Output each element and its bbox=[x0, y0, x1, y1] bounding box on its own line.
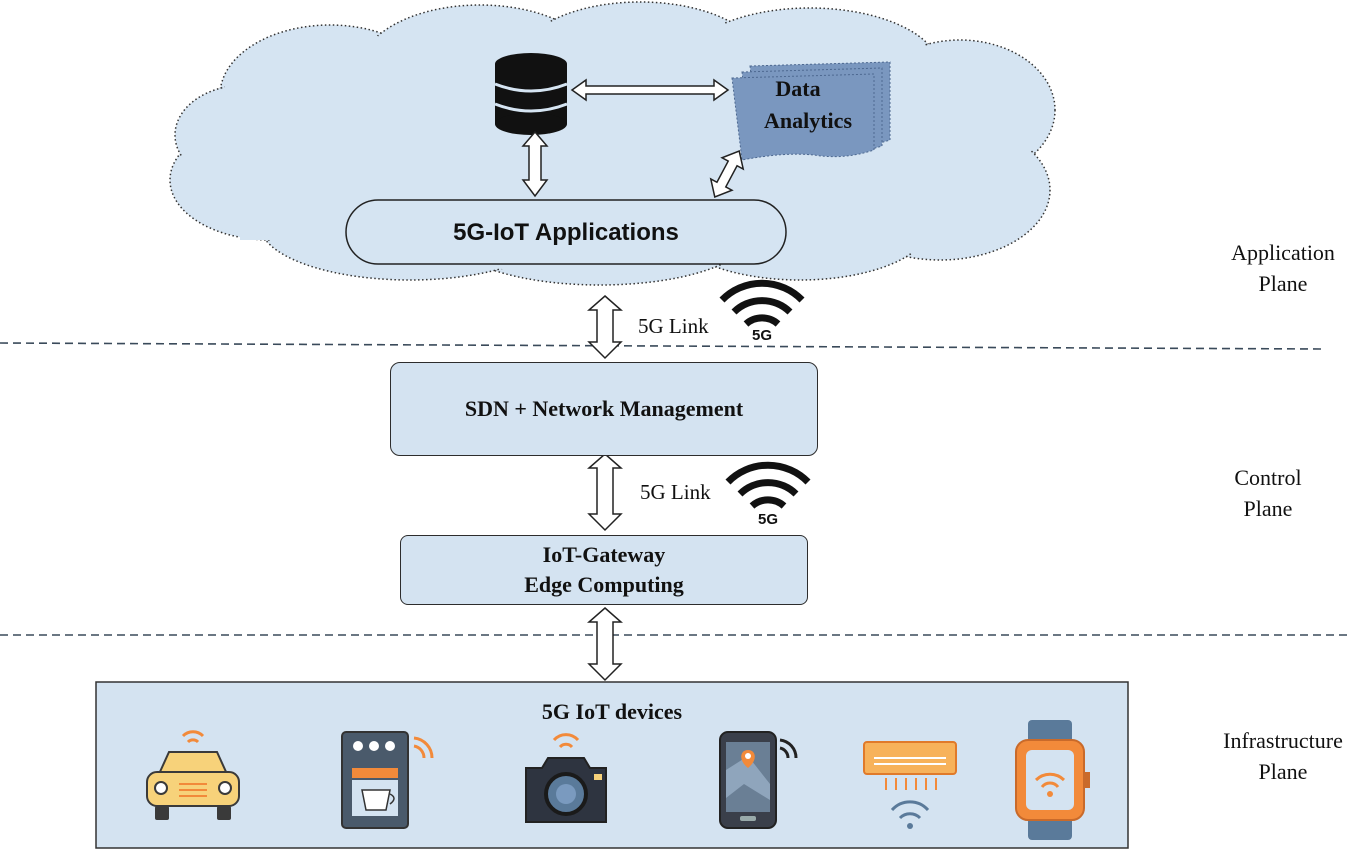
link-arrow-mid bbox=[587, 453, 623, 532]
camera-icon bbox=[525, 733, 607, 823]
control-plane-label: Control Plane bbox=[1183, 462, 1353, 524]
link-label-top: 5G Link bbox=[638, 314, 709, 338]
air-conditioner-icon bbox=[863, 741, 957, 829]
wifi-badge-mid: 5G bbox=[758, 511, 778, 528]
iot-gateway-box: IoT-Gateway Edge Computing bbox=[400, 535, 808, 605]
application-plane-line1: Application bbox=[1231, 240, 1335, 265]
sdn-label: SDN + Network Management bbox=[464, 396, 744, 421]
link-arrow-top bbox=[587, 295, 623, 360]
application-plane-line2: Plane bbox=[1258, 271, 1308, 296]
devices-title: 5G IoT devices bbox=[541, 699, 683, 724]
smartphone-map-icon bbox=[719, 731, 798, 829]
sdn-network-management-box: SDN + Network Management bbox=[390, 362, 818, 456]
database-icon bbox=[494, 53, 568, 135]
apps-label: 5G-IoT Applications bbox=[453, 219, 679, 246]
infrastructure-plane-line1: Infrastructure bbox=[1223, 728, 1343, 753]
wifi-badge-top: 5G bbox=[752, 327, 772, 344]
gateway-line1: IoT-Gateway bbox=[542, 542, 666, 567]
data-analytics-panel: Data Analytics bbox=[731, 61, 891, 161]
link-arrow-bottom bbox=[587, 607, 623, 682]
db-analytics-arrow bbox=[570, 78, 730, 102]
link-label-mid: 5G Link bbox=[640, 480, 711, 504]
wifi-5g-icon-mid: 5G bbox=[725, 461, 811, 528]
data-analytics-line1: Data bbox=[775, 76, 820, 101]
wifi-5g-icon-top: 5G bbox=[719, 279, 805, 344]
separator-application-control bbox=[0, 342, 1323, 350]
application-plane-label: Application Plane bbox=[1198, 237, 1368, 299]
control-plane-line1: Control bbox=[1234, 465, 1302, 490]
db-apps-arrow bbox=[521, 130, 549, 198]
smartwatch-icon bbox=[1015, 720, 1090, 840]
apps-ellipse: 5G-IoT Applications bbox=[345, 199, 787, 265]
data-analytics-line2: Analytics bbox=[764, 108, 852, 133]
coffee-machine-icon bbox=[341, 731, 434, 829]
infrastructure-plane-line2: Plane bbox=[1258, 759, 1308, 784]
infrastructure-plane-label: Infrastructure Plane bbox=[1196, 725, 1370, 787]
control-plane-line2: Plane bbox=[1243, 496, 1293, 521]
car-icon bbox=[146, 730, 240, 820]
analytics-apps-arrow bbox=[709, 150, 745, 198]
gateway-line2: Edge Computing bbox=[524, 572, 684, 597]
